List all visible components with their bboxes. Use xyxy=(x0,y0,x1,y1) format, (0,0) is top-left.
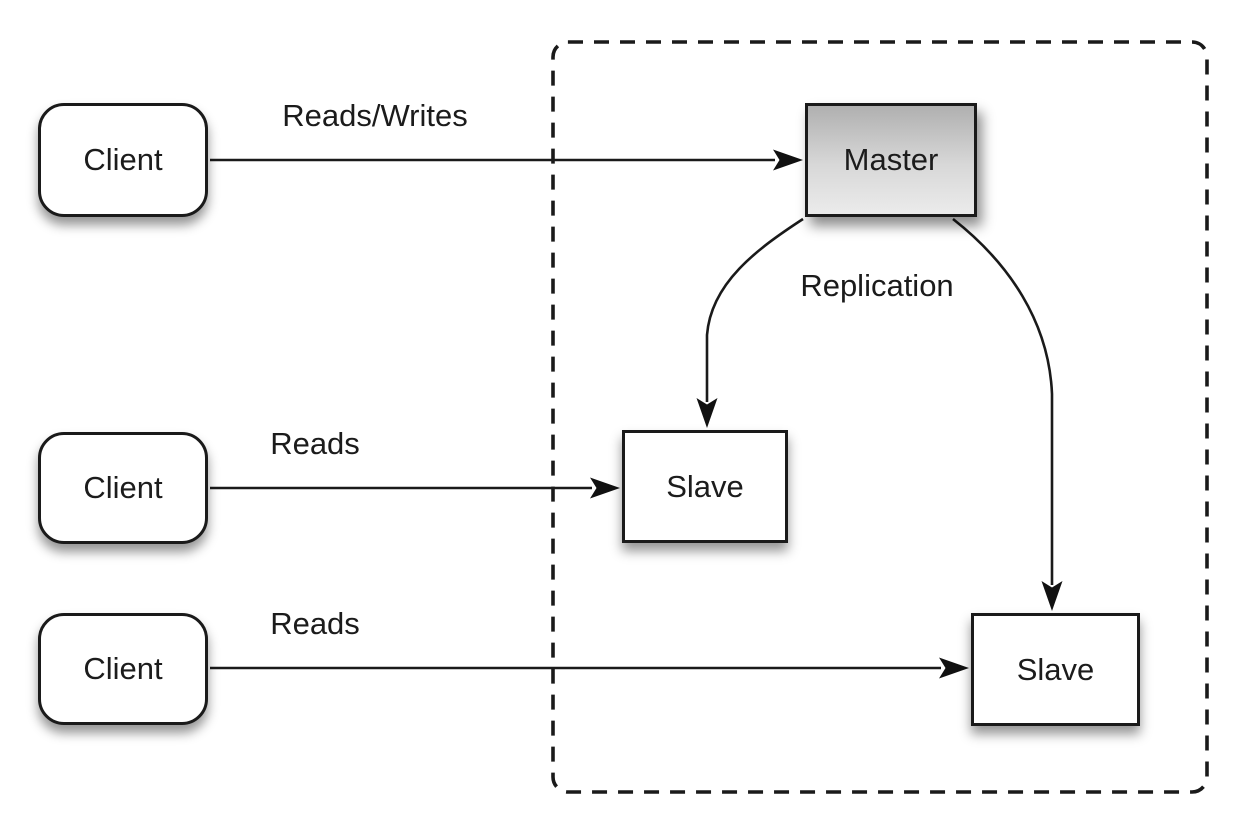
cluster-boundary xyxy=(551,40,1209,794)
node-slave-1: Slave xyxy=(622,430,788,543)
arrowhead-down-icon xyxy=(1041,581,1063,611)
edge-master-slave2 xyxy=(952,217,1063,611)
arrowhead-right-icon xyxy=(773,149,803,171)
edge-label-reads-3: Reads xyxy=(270,606,360,641)
node-client-3: Client xyxy=(38,613,208,725)
node-client-1-label: Client xyxy=(83,142,163,177)
arrowhead-right-icon xyxy=(939,657,969,679)
node-slave-2: Slave xyxy=(971,613,1140,726)
edge-client3-slave2 xyxy=(210,657,969,679)
arrowhead-right-icon xyxy=(590,477,620,499)
edge-client1-master xyxy=(210,149,803,171)
edge-client2-slave1 xyxy=(210,477,620,499)
node-master-label: Master xyxy=(843,142,939,177)
edge-label-reads-writes: Reads/Writes xyxy=(282,98,468,133)
node-client-2: Client xyxy=(38,432,208,544)
edge-label-replication: Replication xyxy=(800,268,954,303)
node-slave-2-label: Slave xyxy=(1016,651,1095,687)
node-client-3-label: Client xyxy=(83,651,163,686)
dashed-boundary-rect xyxy=(551,40,1209,794)
node-client-2-label: Client xyxy=(83,470,163,505)
node-master: Master xyxy=(805,103,977,217)
edge-label-reads-2: Reads xyxy=(270,426,360,461)
node-slave-1-label: Slave xyxy=(666,468,744,504)
edge-master-slave1 xyxy=(696,217,804,428)
arrowhead-down-icon xyxy=(696,398,718,428)
node-client-1: Client xyxy=(38,103,208,217)
